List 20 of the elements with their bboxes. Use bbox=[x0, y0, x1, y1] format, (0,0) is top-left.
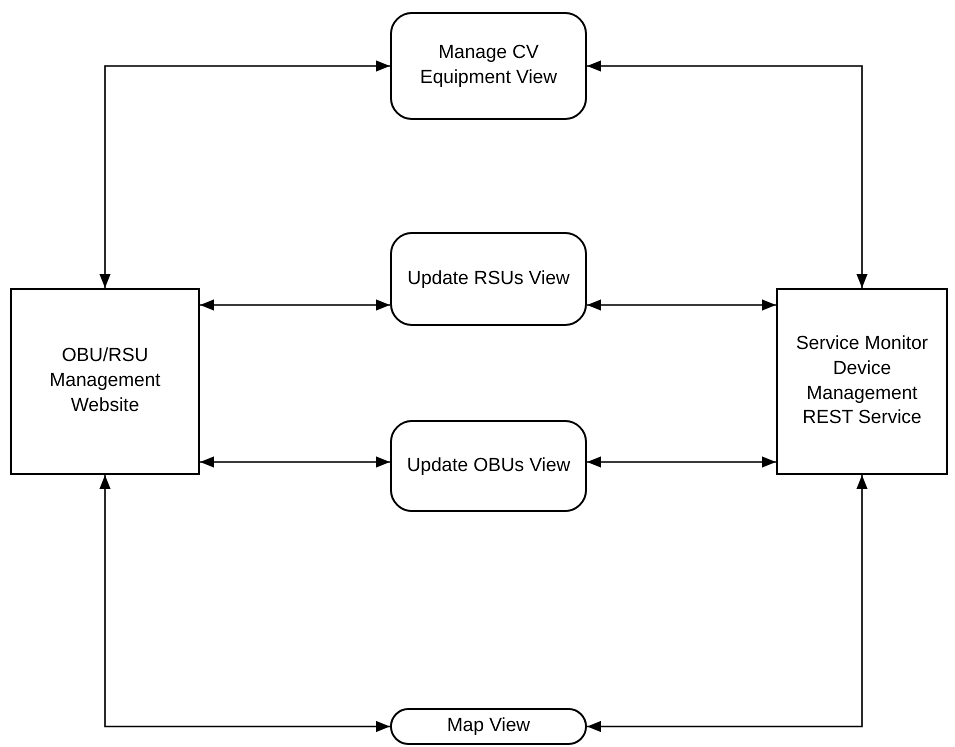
view-box bbox=[390, 708, 587, 745]
connector-arrow bbox=[200, 299, 390, 311]
connector-arrow bbox=[99, 60, 390, 288]
system-box bbox=[776, 288, 948, 475]
node-label: Service Monitor Device Management REST Service bbox=[795, 332, 929, 430]
node-label: Update RSUs View bbox=[407, 266, 570, 291]
connector-arrow bbox=[587, 456, 776, 468]
system-box bbox=[10, 288, 200, 475]
view-box bbox=[390, 232, 587, 326]
connector-arrow bbox=[587, 60, 868, 288]
node-label: Map View bbox=[446, 714, 530, 738]
view-box bbox=[390, 12, 587, 120]
view-box bbox=[390, 420, 587, 512]
node-label: OBU/RSU Management Website bbox=[48, 344, 162, 418]
connector-arrow bbox=[99, 475, 390, 732]
node-label: Update OBUs View bbox=[406, 454, 570, 478]
connector-arrow bbox=[587, 299, 776, 311]
connector-arrow bbox=[587, 475, 868, 732]
connector-arrow bbox=[200, 456, 390, 468]
node-label: Manage CV Equipment View bbox=[419, 41, 558, 90]
